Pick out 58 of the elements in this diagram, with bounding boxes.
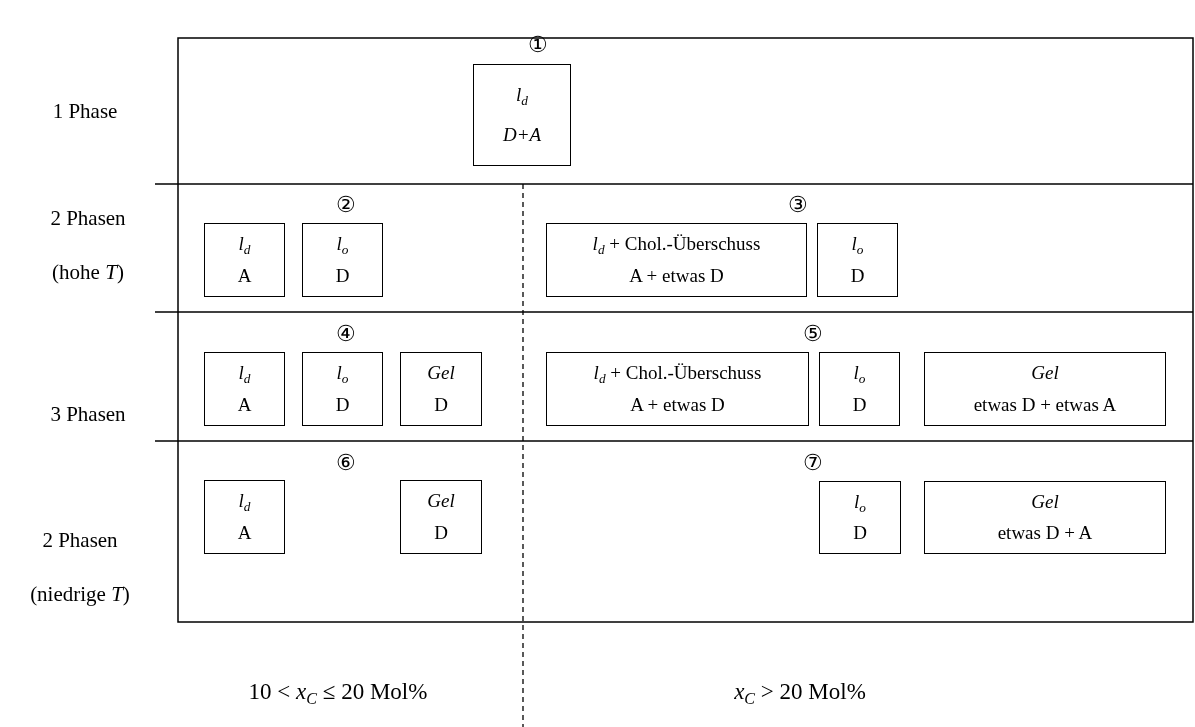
phase-box [819,481,901,554]
callout-number: ⑦ [802,450,824,476]
phase-box [924,481,1166,554]
composition-text: D [434,393,448,416]
phase-box [924,352,1166,426]
callout-number: ⑤ [802,321,824,347]
row-label: 1 Phase [51,98,119,125]
phase-box [473,64,571,166]
composition-text: D+A [502,124,542,147]
callout-number: ① [527,32,549,58]
phase-box [302,352,383,426]
phase-box [204,352,285,426]
composition-text: D [335,393,350,416]
phase-name: Gel [1031,362,1059,385]
phase-name: Gel [427,490,455,513]
composition-text: D [852,393,867,416]
phase-box [817,223,898,297]
phase-name: l$_{o}$ [336,233,349,256]
phase-box [302,223,383,297]
phase-name: Gel [427,362,455,385]
composition-text: A [237,521,252,544]
phase-name: Gel [1031,491,1059,513]
callout-number: ⑥ [335,450,357,476]
composition-text: A [237,264,252,287]
composition-text: D [335,264,350,287]
composition-text: A [237,393,252,416]
callout-number: ② [335,192,357,218]
phase-name: l$_{o}$ [854,491,866,513]
phase-box [400,352,482,426]
composition-text: etwas D + A [997,522,1093,544]
phase-name: l$_{d}$ + Chol.-Überschuss [593,362,762,385]
composition-text: D [850,264,865,287]
phase-name: l$_{o}$ [851,233,864,256]
axis-label: x$_{C}$ > 20 Mol% [733,678,867,709]
phase-name: l$_{d}$ [238,233,251,256]
phase-name: l$_{o}$ [336,362,349,385]
phase-box [400,480,482,554]
phase-box [546,223,807,297]
phase-name: l$_{d}$ + Chol.-Überschuss [592,233,761,256]
phase-box [819,352,900,426]
composition-text: A + etwas D [629,264,724,287]
phase-name: l$_{d}$ [238,490,251,513]
phase-name: l$_{d}$ [516,83,528,106]
callout-number: ④ [335,321,357,347]
row-label: 2 Phasen (niedrige T) [29,527,131,608]
phase-box [546,352,809,426]
composition-text: A + etwas D [630,393,725,416]
callout-number: ③ [787,192,809,218]
composition-text: D [434,521,448,544]
composition-text: etwas D + etwas A [973,393,1117,416]
phase-box [204,480,285,554]
phase-box [204,223,285,297]
phase-name: l$_{d}$ [238,362,251,385]
axis-label: 10 < x$_{C}$ ≤ 20 Mol% [247,678,429,709]
composition-text: D [853,522,867,544]
row-label: 2 Phasen (hohe T) [49,205,127,286]
row-label: 3 Phasen [49,401,127,428]
phase-name: l$_{o}$ [853,362,866,385]
